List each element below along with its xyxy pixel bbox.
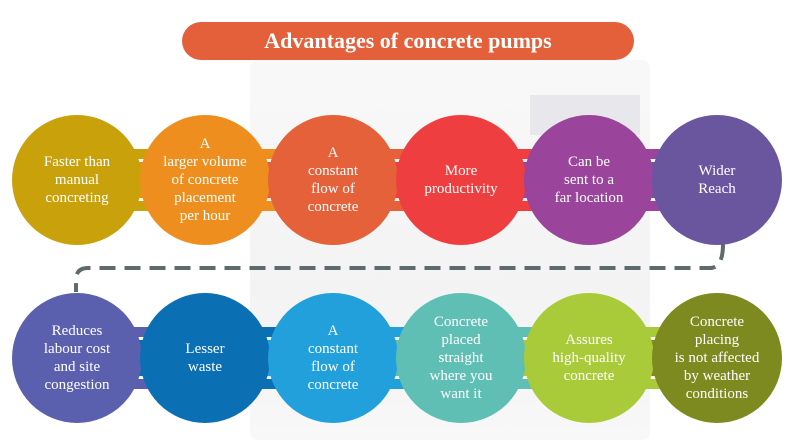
label-line: A	[327, 145, 339, 161]
label-line: Reach	[698, 181, 736, 197]
label-line: flow of	[311, 359, 355, 375]
label-line: labour cost	[43, 341, 111, 357]
label-line: of concrete	[171, 172, 239, 188]
advantage-circle	[12, 293, 142, 423]
label-line: placed	[441, 332, 481, 348]
title-banner: Advantages of concrete pumps	[182, 22, 634, 60]
label-line: More	[444, 163, 478, 179]
label-line: concrete	[307, 199, 359, 215]
advantage-circle	[140, 293, 270, 423]
label-line: Lesser	[185, 341, 225, 357]
advantage-label: Reduces labour cost and site congestion	[17, 322, 137, 394]
label-line: congestion	[44, 377, 110, 393]
label-line: concrete	[307, 377, 359, 393]
label-line: Assures	[565, 332, 613, 348]
label-line: Reduces	[51, 323, 103, 339]
label-line: concrete	[563, 368, 615, 384]
label-line: where you	[429, 368, 493, 384]
label-line: per hour	[179, 208, 231, 224]
label-line: Faster than	[43, 154, 111, 170]
advantage-label: Lesser waste	[145, 340, 265, 376]
advantage-circle	[396, 293, 526, 423]
advantage-label: Concrete placing is not affected by weather…	[657, 313, 777, 403]
label-line: high-quality	[552, 350, 626, 366]
label-line: far location	[554, 190, 624, 206]
label-line: Concrete	[433, 314, 489, 330]
advantage-circle	[652, 115, 782, 245]
advantage-circle	[524, 293, 654, 423]
advantage-circle	[396, 115, 526, 245]
label-line: concreting	[45, 190, 109, 206]
label-line: flow of	[311, 181, 355, 197]
advantage-circle	[268, 115, 398, 245]
advantage-circle	[524, 115, 654, 245]
label-line: waste	[187, 359, 223, 375]
label-line: placement	[174, 190, 236, 206]
advantage-circle	[140, 115, 270, 245]
label-line: constant	[308, 341, 358, 357]
advantage-label: Faster than manual concreting	[17, 153, 137, 207]
label-line: A	[199, 136, 211, 152]
label-line: and site	[53, 359, 101, 375]
advantage-label: Assures high-quality concrete	[529, 331, 649, 385]
label-line: productivity	[424, 181, 498, 197]
label-line: larger volume	[163, 154, 247, 170]
label-line: A	[327, 323, 339, 339]
label-line: conditions	[685, 386, 749, 402]
advantage-circle	[652, 293, 782, 423]
advantage-label: Concrete placed straight where you want it	[401, 313, 521, 403]
diagram-title: Advantages of concrete pumps	[264, 28, 552, 53]
label-line: manual	[54, 172, 100, 188]
label-line: sent to a	[564, 172, 614, 188]
advantage-circle	[12, 115, 142, 245]
flow-connector	[74, 243, 725, 292]
label-line: want it	[440, 386, 482, 402]
advantage-circles	[12, 115, 782, 423]
label-line: Wider	[698, 163, 736, 179]
advantage-label: Can be sent to a far location	[529, 153, 649, 207]
label-line: straight	[438, 350, 484, 366]
label-line: is not affected	[674, 350, 760, 366]
dashed-connector-line	[74, 243, 725, 292]
advantage-label: More productivity	[401, 162, 521, 198]
label-line: Can be	[567, 154, 611, 170]
label-line: placing	[694, 332, 740, 348]
label-line: constant	[308, 163, 358, 179]
label-line: by weather	[683, 368, 751, 384]
label-line: Concrete	[689, 314, 745, 330]
advantage-circle	[268, 293, 398, 423]
